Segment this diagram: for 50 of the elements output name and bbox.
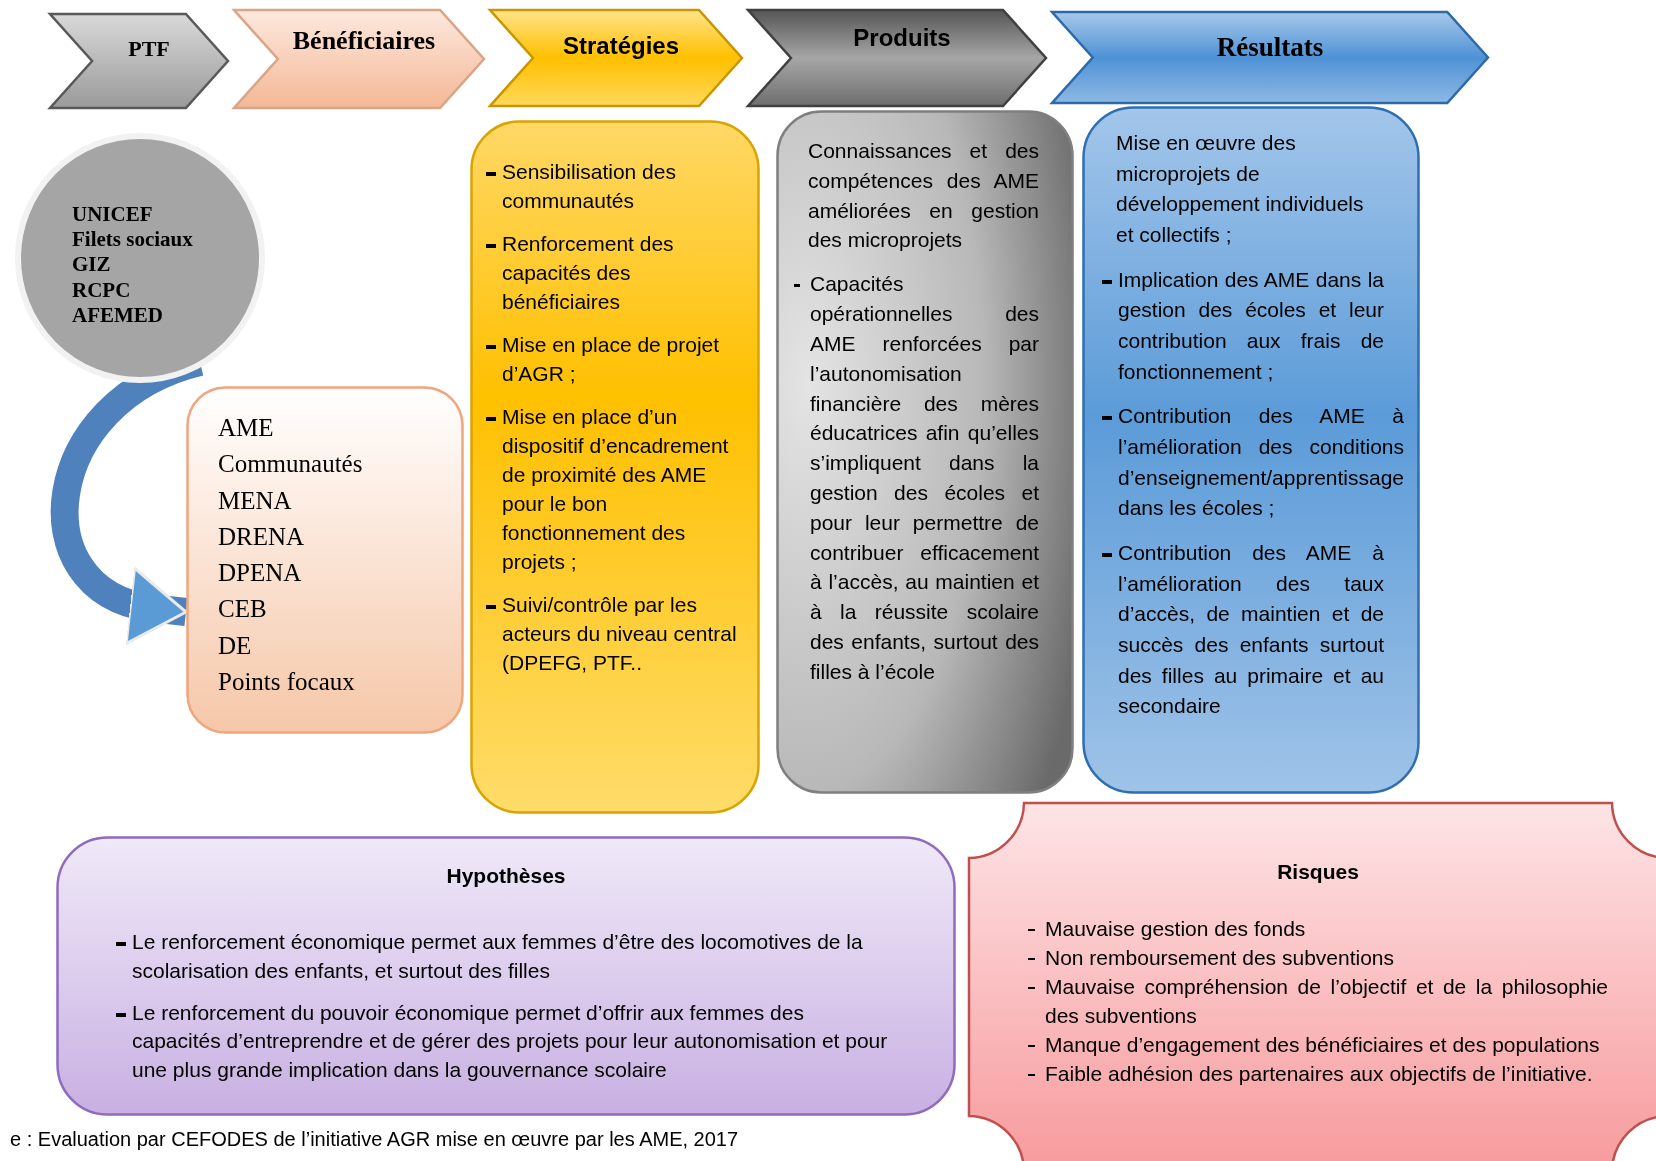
circle-shape [14,132,266,384]
body-text: Suivi/contrôle par les acteurs du niveau central (DPEFG, PTF.. [502,591,738,676]
body-text: Implication des AME dans la gestion des écoles et leur contribution aux frais de fonctionnement ; [1118,266,1384,385]
heading: Hypothèses [445,863,567,889]
stage-label: PTF [128,35,170,63]
chevron-banner [746,8,1048,108]
chevron-banner [488,8,744,108]
body-text: RCPC [72,277,132,303]
chevron-banner [48,12,230,110]
body-text: DPENA [218,558,303,588]
stage-label: Produits [853,23,951,53]
stage-label: Bénéficiaires [292,25,436,57]
body-text: Contribution des AME à l’amélioration des conditions d’enseignement/apprentissage dans les écoles ; [1118,403,1405,522]
body-text: Le renforcement économique permet aux femmes d’être des locomotives de la scolarisation des enfants, et surtout des filles [132,929,864,984]
plaque-shape [968,802,1656,1161]
rounded-box [470,120,760,814]
body-text: Le renforcement du pouvoir économique permet d’offrir aux femmes des capacités d’entreprendre et de gérer des projets pour leur autonomisation et pour une plus grande implication dans la gouvernance scolaire [132,1000,889,1083]
body-text: Capacités opérationnelles des AME renforcées par l’autonomisation financière des mères éducatrices afin qu’elles s’impliquent dans la gestion des écoles et pour leur permettre de contribuer efficacement à l’accès, au maintien et à la réussite scolaire des enfants, surtout des filles à l’école [810,271,1039,685]
body-text: Renforcement des capacités des bénéficiaires [502,230,675,315]
body-text: Contribution des AME à l’amélioration des taux d’accès, de maintien et de succès des enfants surtout des filles au primaire et au secondaire [1118,539,1384,720]
chevron-banner [232,8,486,110]
body-text: Points focaux [218,666,356,697]
body-text: Mauvaise gestion des fonds [1045,915,1307,942]
heading: Risques [1276,859,1360,885]
body-text: Mauvaise compréhension de l’objectif et de la philosophie des subventions [1045,973,1608,1029]
body-text: UNICEF [72,202,154,228]
body-text: Filets sociaux [72,227,194,253]
body-text: Communautés [218,449,364,480]
chevron-banner [1050,10,1490,105]
rounded-box [776,110,1074,794]
body-text: CEB [218,594,268,625]
body-text: Sensibilisation des communautés [502,159,677,214]
rounded-box [56,836,956,1116]
stage-label: Stratégies [562,31,680,61]
caption: e : Evaluation par CEFODES de l’initiative AGR mise en œuvre par les AME, 2017 [10,1128,739,1151]
stage-label: Résultats [1216,31,1324,64]
body-text: Manque d’engagement des bénéficiaires et des populations [1045,1031,1601,1058]
body-text: MENA [218,485,293,516]
body-text: Faible adhésion des partenaires aux objectifs de l’initiative. [1045,1060,1594,1087]
body-text: AME [218,413,275,443]
body-text: AFEMED [72,302,164,328]
body-text: GIZ [72,252,112,278]
body-text: Mise en place de projet d’AGR ; [502,331,721,387]
body-text: DE [218,630,253,661]
body-text: Mise en œuvre des microprojets de développement individuels et collectifs ; [1116,130,1365,248]
body-text: Connaissances et des compétences des AME améliorées en gestion des microprojets [808,138,1039,254]
body-text: Mise en place d’un dispositif d’encadrement de proximité des AME pour le bon fonctionnement des projets ; [502,403,730,575]
rounded-box [186,386,464,734]
body-text: Non remboursement des subventions [1045,944,1396,971]
body-text: DRENA [218,521,306,552]
